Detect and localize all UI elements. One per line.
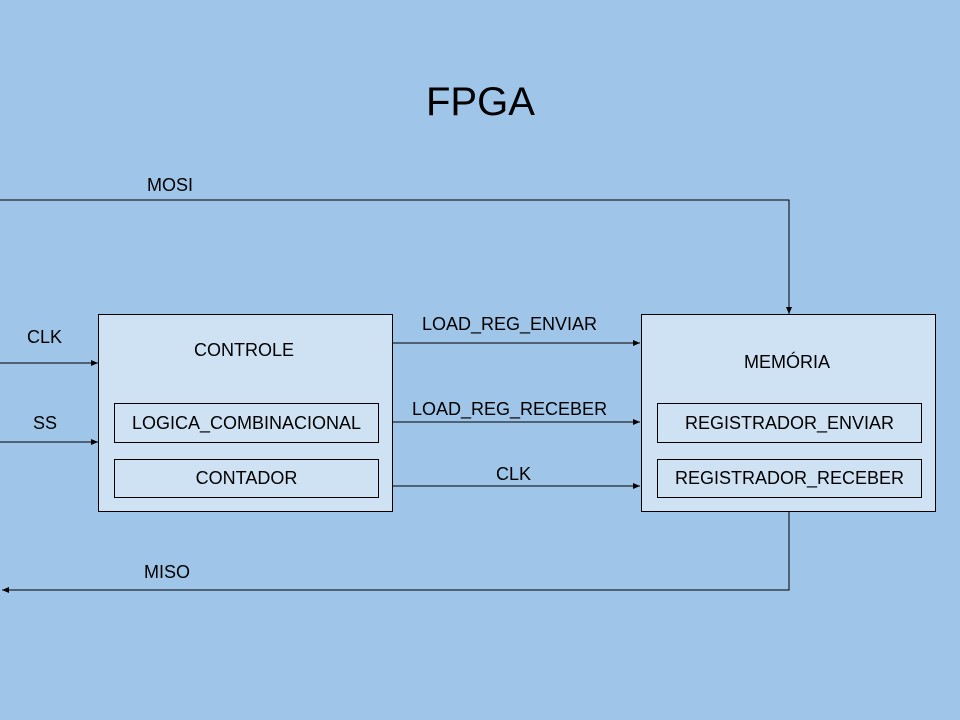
memoria-block-label: MEMÓRIA <box>744 352 831 372</box>
signal-label-load-reg-receber: LOAD_REG_RECEBER <box>412 399 608 419</box>
memoria-block: MEMÓRIA REGISTRADOR_ENVIAR REGISTRADOR_R… <box>641 314 936 512</box>
logica-combinacional-block: LOGICA_COMBINACIONAL <box>114 403 379 443</box>
signal-label-ss: SS <box>33 413 58 433</box>
controle-block: CONTROLE LOGICA_COMBINACIONAL CONTADOR <box>98 314 393 512</box>
contador-block: CONTADOR <box>114 459 379 498</box>
registrador-enviar-block: REGISTRADOR_ENVIAR <box>657 403 922 443</box>
signal-label-miso: MISO <box>144 562 191 582</box>
diagram-title: FPGA <box>426 80 535 124</box>
controle-block-label: CONTROLE <box>194 340 295 360</box>
mosi-connector <box>0 199 792 314</box>
signal-label-load-reg-enviar: LOAD_REG_ENVIAR <box>422 314 598 334</box>
registrador-receber-block: REGISTRADOR_RECEBER <box>657 459 922 498</box>
signal-label-clk-memoria: CLK <box>496 464 532 484</box>
signal-label-mosi: MOSI <box>147 175 194 195</box>
signal-label-clk-input: CLK <box>27 327 63 347</box>
miso-connector <box>1 512 790 593</box>
